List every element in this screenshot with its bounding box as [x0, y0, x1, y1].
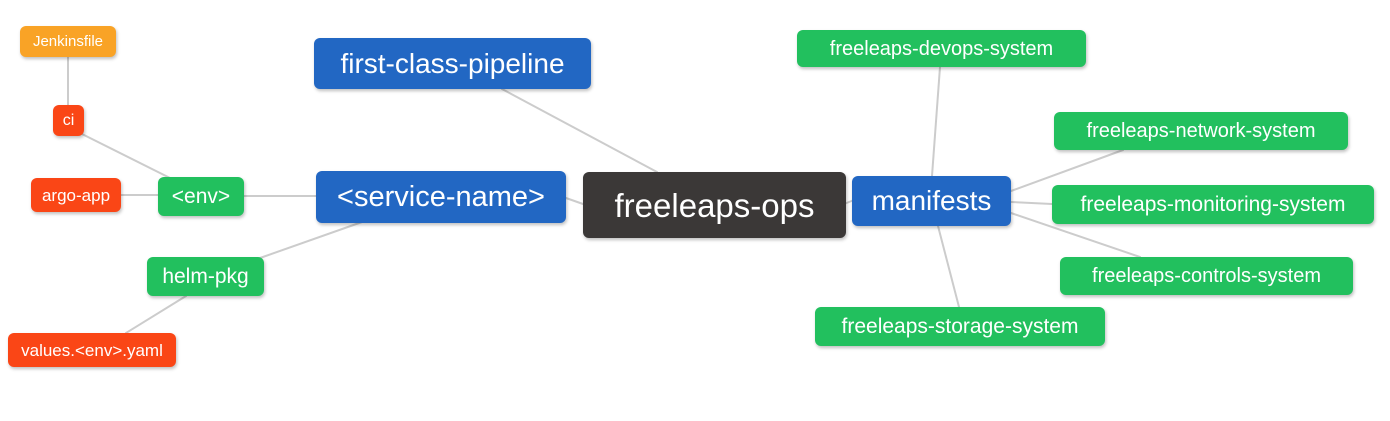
edge-service-name-freeleaps-ops [565, 197, 584, 205]
node-service-name[interactable]: <service-name> [316, 171, 566, 223]
edge-manifests-monitoring-system [1010, 201, 1053, 205]
node-first-class-pipeline[interactable]: first-class-pipeline [314, 38, 591, 89]
node-argo-app[interactable]: argo-app [31, 178, 121, 212]
edge-ci-env [81, 133, 171, 179]
node-env[interactable]: <env> [158, 177, 244, 216]
node-freeleaps-network-system[interactable]: freeleaps-network-system [1054, 112, 1348, 150]
node-freeleaps-monitoring-system[interactable]: freeleaps-monitoring-system [1052, 185, 1374, 224]
node-helm-pkg[interactable]: helm-pkg [147, 257, 264, 296]
node-freeleaps-controls-system[interactable]: freeleaps-controls-system [1060, 257, 1353, 295]
edge-values-env-yaml-helm-pkg [125, 295, 187, 334]
edge-first-class-pipeline-freeleaps-ops [501, 88, 658, 173]
node-freeleaps-storage-system[interactable]: freeleaps-storage-system [815, 307, 1105, 346]
node-values-env-yaml[interactable]: values.<env>.yaml [8, 333, 176, 367]
edge-manifests-storage-system [937, 225, 960, 308]
node-manifests[interactable]: manifests [852, 176, 1011, 226]
edge-helm-pkg-service-name [259, 221, 363, 259]
node-freeleaps-devops-system[interactable]: freeleaps-devops-system [797, 30, 1086, 67]
edge-manifests-devops-system [931, 66, 941, 177]
node-freeleaps-ops[interactable]: freeleaps-ops [583, 172, 846, 238]
node-ci[interactable]: ci [53, 105, 84, 136]
node-jenkinsfile[interactable]: Jenkinsfile [20, 26, 116, 57]
edge-manifests-controls-system [1010, 212, 1141, 258]
edge-manifests-network-system [1010, 149, 1124, 192]
